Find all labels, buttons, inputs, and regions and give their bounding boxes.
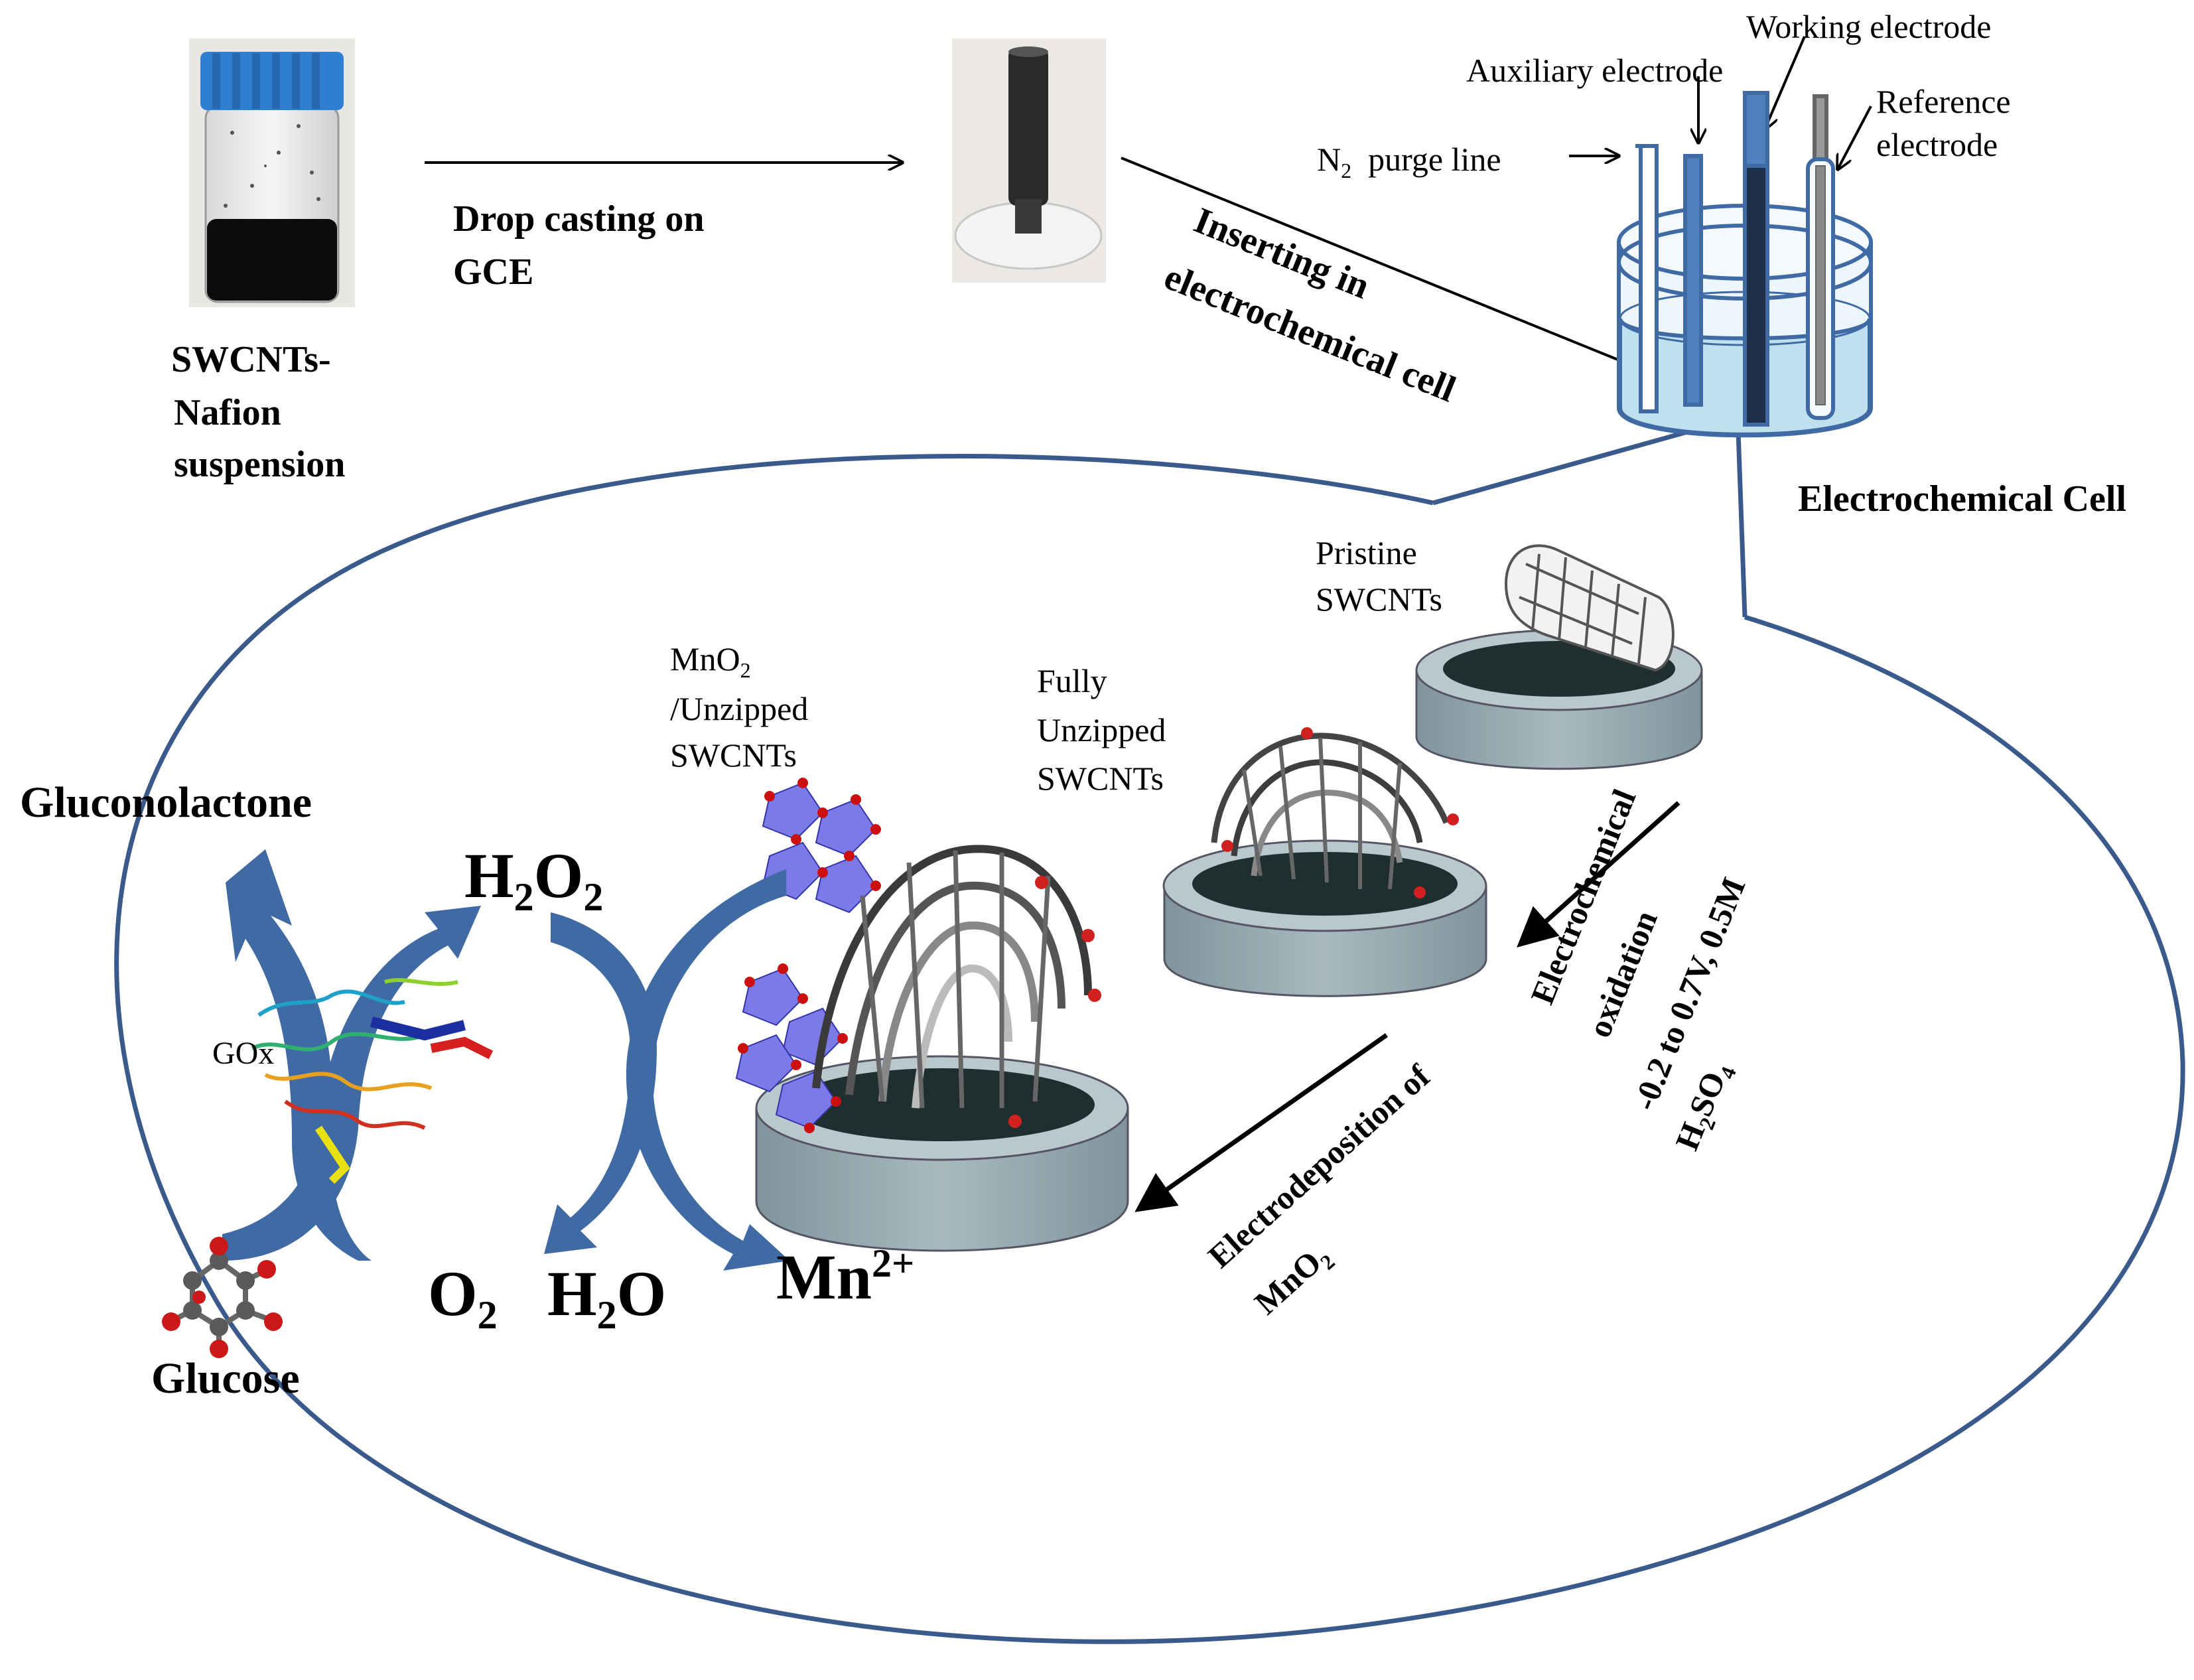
arrow-deposition xyxy=(1134,1033,1389,1212)
label-fully-line2: Unzipped xyxy=(1037,711,1166,748)
label-mno2-line3: SWCNTs xyxy=(670,736,797,774)
fully-unzipped-sheet xyxy=(1211,727,1459,898)
vial-photo xyxy=(189,38,355,307)
vial-label-line3: suspension xyxy=(174,444,346,485)
electrochemical-cell xyxy=(1617,91,1873,438)
glucose-molecule xyxy=(162,1237,283,1358)
cell-title: Electrochemical Cell xyxy=(1798,478,2127,520)
label-reference-line1: Reference xyxy=(1876,83,2011,120)
label-o2: O2 xyxy=(428,1258,498,1338)
arrow-oxidation xyxy=(1517,801,1680,947)
reaction-arrows xyxy=(222,849,789,1271)
label-mno2-line1: MnO2 xyxy=(670,640,751,682)
label-reference-line2: electrode xyxy=(1876,126,1998,163)
label-gluconolactone: Gluconolactone xyxy=(20,778,312,827)
label-h2o2: H2O2 xyxy=(464,840,604,920)
label-mn2plus: Mn2+ xyxy=(776,1241,915,1312)
label-glucose: Glucose xyxy=(151,1354,300,1403)
label-gox: GOx xyxy=(212,1036,275,1071)
label-mno2-line2: /Unzipped xyxy=(670,690,809,727)
label-pristine-line2: SWCNTs xyxy=(1316,581,1442,618)
label-purge-line: N2 purge line xyxy=(1317,141,1501,182)
step-drop-casting-line1: Drop casting on xyxy=(453,198,705,240)
label-pristine-line1: Pristine xyxy=(1316,534,1417,571)
label-auxiliary-electrode: Auxiliary electrode xyxy=(1466,52,1724,89)
gox-protein xyxy=(251,978,494,1184)
mno2-unzipped-sheet xyxy=(812,845,1101,1128)
vial-label-line1: SWCNTs- xyxy=(171,339,331,380)
vial-label-line2: Nafion xyxy=(174,392,281,433)
label-h2o: H2O xyxy=(547,1258,667,1338)
pristine-nanotube xyxy=(1504,544,1675,672)
gce-photo xyxy=(952,38,1106,283)
label-fully-line3: SWCNTs xyxy=(1037,760,1164,797)
step-drop-casting-line2: GCE xyxy=(453,251,534,293)
label-working-electrode: Working electrode xyxy=(1746,8,1992,45)
label-fully-line1: Fully xyxy=(1037,662,1107,699)
detail-ellipse xyxy=(114,421,2185,1644)
